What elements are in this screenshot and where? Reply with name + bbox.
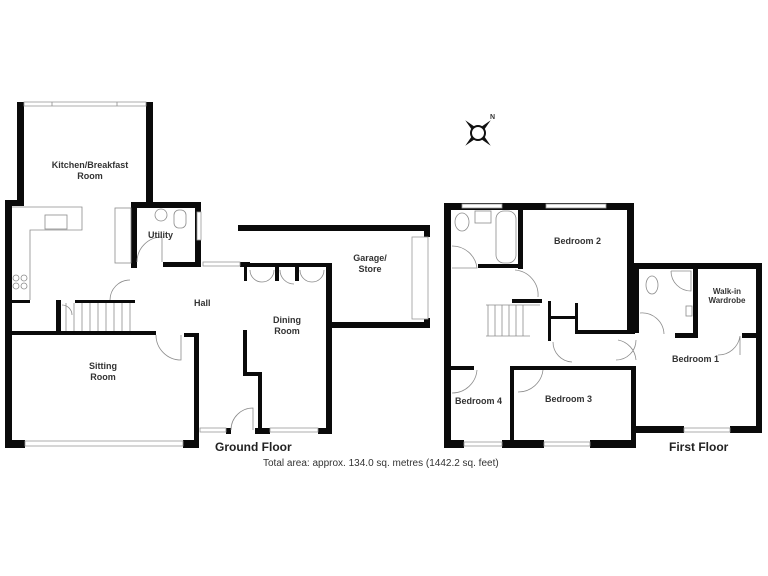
compass-icon (465, 120, 491, 146)
room-name-line2: Room (90, 372, 116, 382)
room-name-line2: Store (358, 264, 382, 274)
room-label-bedroom-4: Bedroom 4 (455, 396, 503, 406)
room-label-dining: Dining Room (262, 315, 312, 337)
room-label-kitchen: Kitchen/Breakfast Room (40, 160, 140, 182)
room-label-utility: Utility (148, 230, 174, 240)
ground-floor-walls (5, 102, 430, 448)
first-floor-windows (461, 203, 731, 447)
room-name-line2: Wardrobe (708, 296, 746, 305)
room-label-sitting: Sitting Room (78, 361, 128, 383)
room-label-bedroom-3: Bedroom 3 (545, 394, 593, 404)
room-name: Garage/ (353, 253, 387, 263)
room-label-hall: Hall (194, 298, 211, 308)
room-label-bedroom-1: Bedroom 1 (672, 354, 720, 364)
first-floor-walls (444, 203, 762, 448)
room-name: Walk-in (712, 287, 742, 296)
room-label-walk-in-wardrobe: Walk-in Wardrobe (702, 287, 752, 305)
first-floor-label: First Floor (669, 440, 729, 454)
room-name-line2: Room (77, 171, 103, 181)
room-label-garage: Garage/ Store (340, 253, 400, 275)
room-name-line2: Room (274, 326, 300, 336)
ground-floor-label: Ground Floor (215, 440, 292, 454)
total-area-text: Total area: approx. 134.0 sq. metres (14… (263, 458, 499, 469)
room-name: Sitting (89, 361, 117, 371)
ground-floor-fixtures (12, 206, 325, 431)
compass-north-label: N (490, 114, 496, 121)
first-floor-fixtures (451, 210, 741, 394)
room-label-bedroom-2: Bedroom 2 (554, 236, 602, 246)
room-name: Kitchen/Breakfast (51, 160, 129, 170)
ground-floor-windows (23, 101, 429, 447)
room-name: Dining (273, 315, 301, 325)
